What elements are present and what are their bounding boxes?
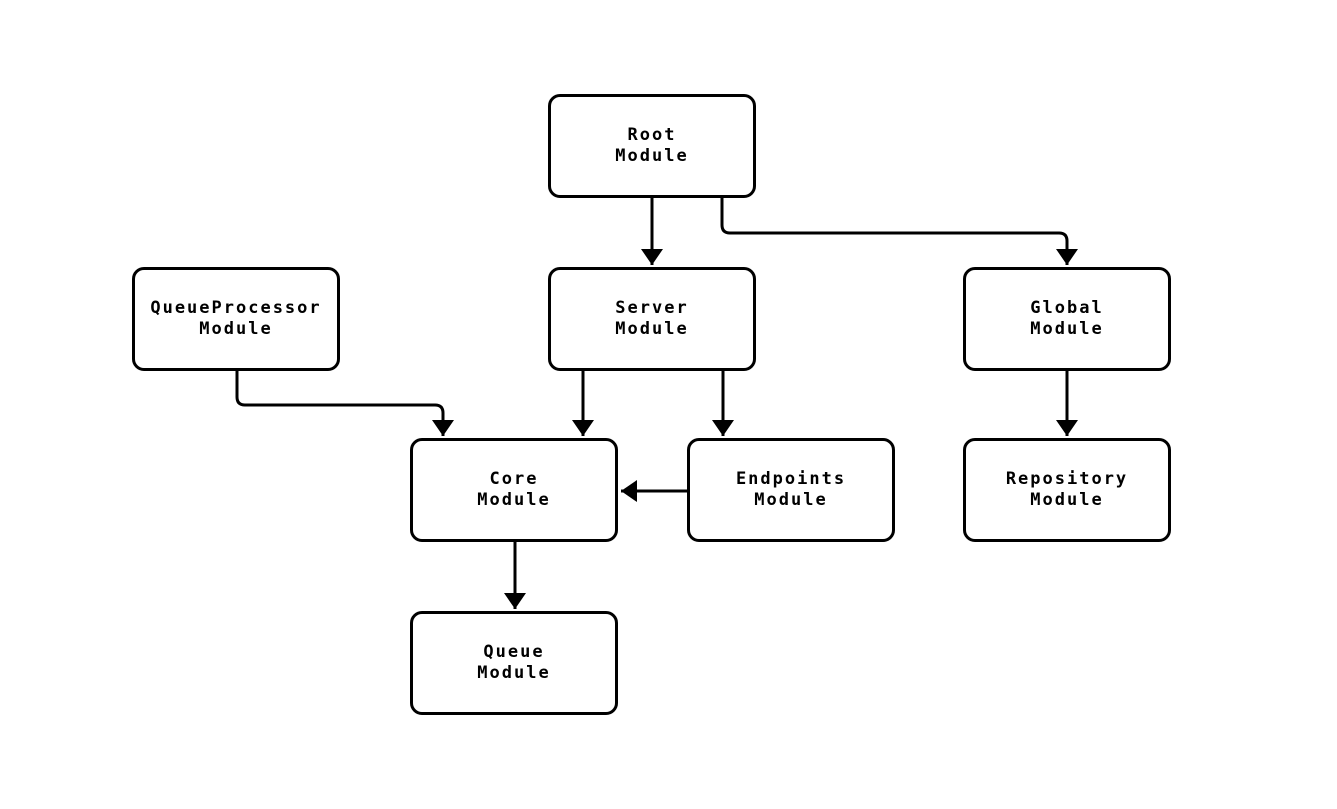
node-global-module-label-line2: Module: [1030, 319, 1104, 339]
node-server-module-label-line1: Server: [615, 298, 689, 318]
node-queueprocessor-module: QueueProcessor Module: [132, 267, 340, 371]
node-queue-module-label-line2: Module: [477, 663, 551, 683]
node-global-module: Global Module: [963, 267, 1171, 371]
node-root-module-label-line2: Module: [615, 146, 689, 166]
node-global-module-label-line1: Global: [1030, 298, 1104, 318]
node-queueprocessor-module-label-line1: QueueProcessor: [150, 298, 322, 318]
node-repository-module-label-line2: Module: [1030, 490, 1104, 510]
node-endpoints-module-label-line2: Module: [754, 490, 828, 510]
node-endpoints-module-label-line1: Endpoints: [735, 469, 847, 489]
node-core-module: Core Module: [410, 438, 618, 542]
node-queue-module: Queue Module: [410, 611, 618, 715]
node-core-module-label-line1: Core: [489, 469, 539, 489]
node-server-module: Server Module: [548, 267, 756, 371]
edge-queueprocessor-to-core: [235, 371, 454, 436]
node-queue-module-label-line1: Queue: [483, 642, 545, 662]
node-repository-module-label-line1: Repository: [1005, 469, 1129, 489]
node-queueprocessor-module-label-line2: Module: [199, 319, 273, 339]
node-core-module-label-line2: Module: [477, 490, 551, 510]
node-root-module-label-line1: Root: [627, 125, 677, 145]
node-server-module-label-line2: Module: [615, 319, 689, 339]
node-endpoints-module: Endpoints Module: [687, 438, 895, 542]
node-root-module: Root Module: [548, 94, 756, 198]
edge-root-to-global: [720, 198, 1078, 265]
node-repository-module: Repository Module: [963, 438, 1171, 542]
